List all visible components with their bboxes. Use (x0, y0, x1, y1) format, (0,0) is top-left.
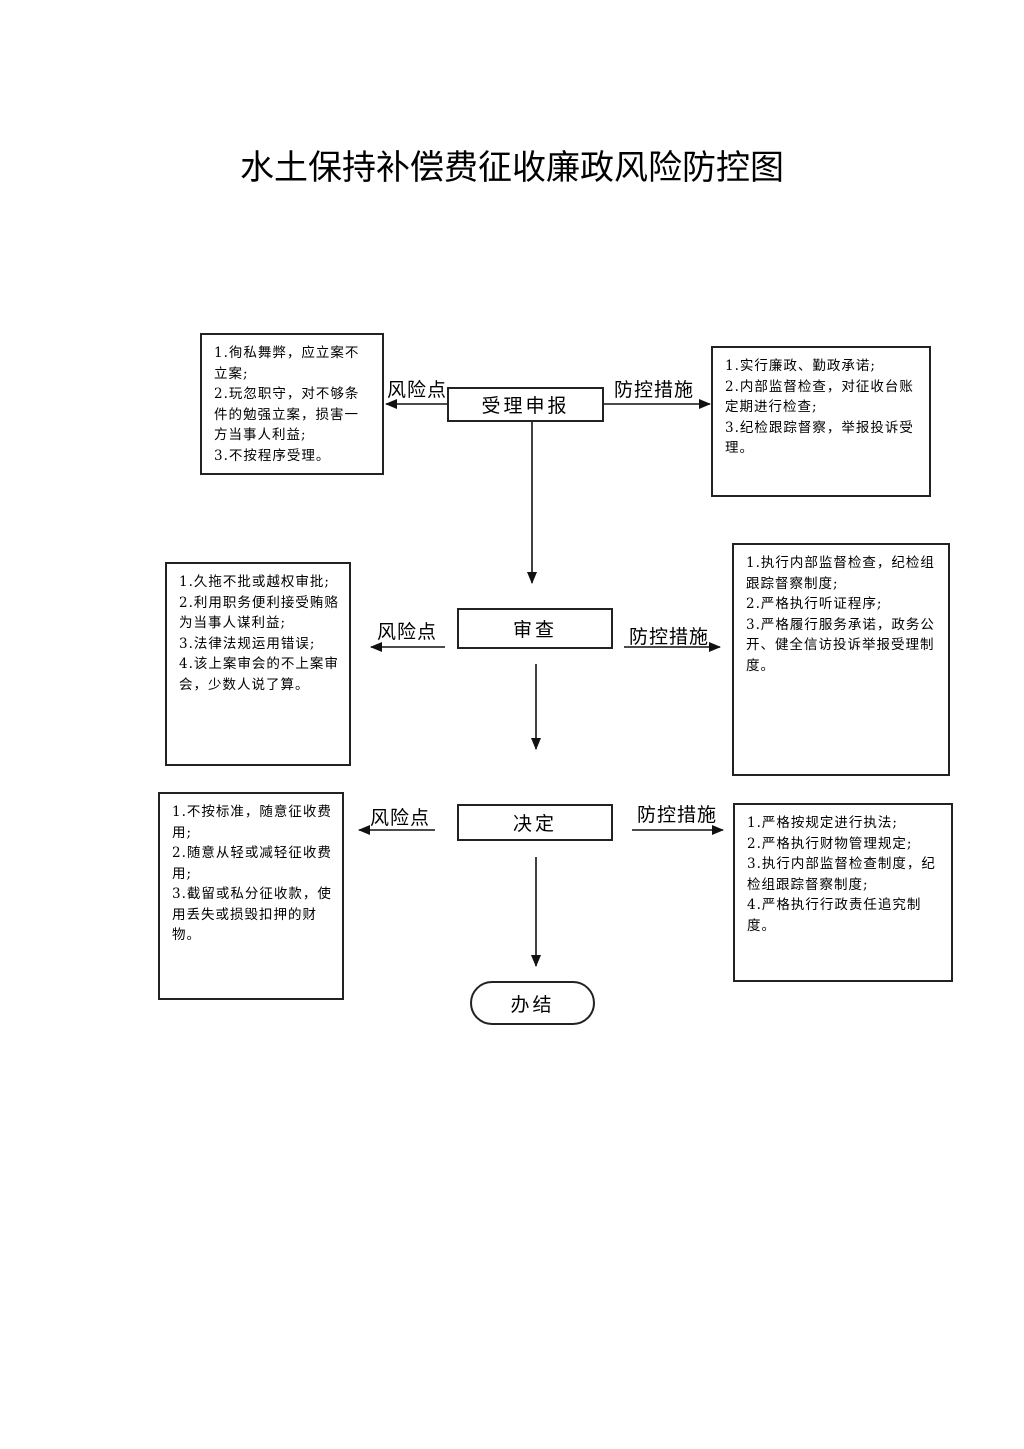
control-item: 3.执行内部监督检查制度，纪检组跟踪督察制度; (747, 856, 936, 893)
control-label-step2: 防控措施 (629, 626, 710, 648)
control-box-step3: 1.严格按规定进行执法; 2.严格执行财物管理规定; 3.执行内部监督检查制度，… (733, 803, 953, 982)
control-item: 2.内部监督检查，对征收台账定期进行检查; (725, 378, 914, 416)
control-item: 2.严格执行听证程序; (746, 596, 883, 612)
risk-label-step1: 风险点 (387, 379, 448, 401)
control-label-step1: 防控措施 (614, 379, 695, 401)
page-title: 水土保持补偿费征收廉政风险防控图 (240, 148, 784, 188)
risk-label-step3: 风险点 (370, 807, 431, 829)
risk-item: 2.随意从轻或减轻征收费用; (172, 845, 332, 882)
control-box-step1: 1.实行廉政、勤政承诺; 2.内部监督检查，对征收台账定期进行检查; 3.纪检跟… (711, 346, 931, 497)
risk-item: 1.久拖不批或越权审批; (179, 574, 330, 590)
risk-item: 1.不按标准，随意征收费用; (172, 804, 332, 841)
step-box-jueding: 决定 (457, 804, 613, 841)
control-item: 4.严格执行行政责任追究制度。 (747, 897, 922, 934)
risk-item: 2.利用职务便利接受贿赂为当事人谋利益; (179, 594, 339, 632)
control-item: 1.实行廉政、勤政承诺; (725, 358, 876, 374)
control-label-step3: 防控措施 (637, 804, 718, 826)
risk-item: 3.不按程序受理。 (214, 447, 331, 464)
risk-box-step1: 1.徇私舞弊，应立案不立案; 2.玩忽职守，对不够条件的勉强立案，损害一方当事人… (200, 333, 384, 475)
risk-item: 3.法律法规运用错误; (179, 635, 316, 652)
risk-box-step2: 1.久拖不批或越权审批; 2.利用职务便利接受贿赂为当事人谋利益; 3.法律法规… (165, 562, 351, 766)
risk-item: 3.截留或私分征收款，使用丢失或损毁扣押的财物。 (172, 886, 332, 943)
control-item: 1.执行内部监督检查，纪检组跟踪督察制度; (746, 555, 935, 592)
control-item: 3.纪检跟踪督察，举报投诉受理。 (725, 419, 914, 457)
step-box-shencha: 审查 (457, 608, 613, 649)
risk-item: 2.玩忽职守，对不够条件的勉强立案，损害一方当事人利益; (214, 386, 360, 443)
risk-item: 1.徇私舞弊，应立案不立案; (214, 345, 360, 382)
step-box-shouli: 受理申报 (447, 387, 604, 422)
control-item: 3.严格履行服务承诺，政务公开、健全信访投诉举报受理制度。 (746, 616, 935, 674)
risk-label-step2: 风险点 (377, 621, 438, 643)
risk-box-step3: 1.不按标准，随意征收费用; 2.随意从轻或减轻征收费用; 3.截留或私分征收款… (158, 792, 344, 1000)
control-item: 1.严格按规定进行执法; (747, 815, 898, 831)
risk-item: 4.该上案审会的不上案审会，少数人说了算。 (179, 656, 339, 693)
control-box-step2: 1.执行内部监督检查，纪检组跟踪督察制度; 2.严格执行听证程序; 3.严格履行… (732, 543, 950, 776)
end-node-banjie: 办结 (470, 981, 595, 1025)
control-item: 2.严格执行财物管理规定; (747, 835, 913, 852)
